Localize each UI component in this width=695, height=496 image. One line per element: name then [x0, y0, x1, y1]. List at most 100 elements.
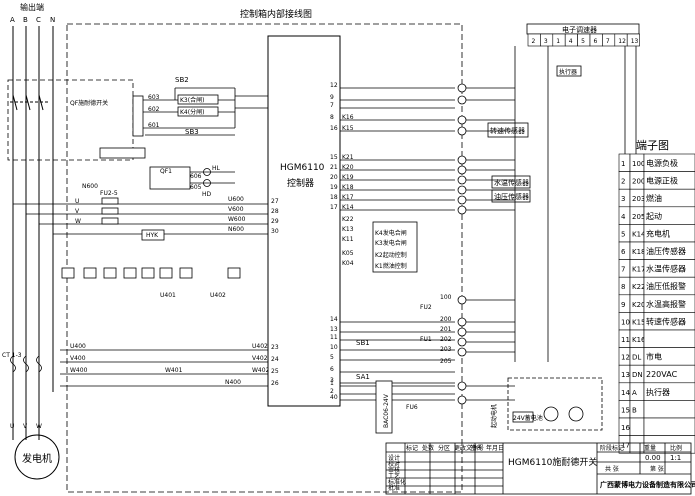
terminal-table-cell: K14 [632, 230, 646, 238]
terminal-diagram-title: 端子图 [636, 139, 669, 152]
relay-pin-label: K22 [342, 216, 354, 223]
governor-terminal: 4 [569, 38, 573, 45]
controller-pin-right: 7 [330, 102, 334, 109]
controller-pin-right: 21 [330, 164, 338, 171]
wire-n600b: N600 [228, 226, 244, 233]
terminal-table-cell: DL [632, 354, 641, 362]
relay-k3-gen: K3发电合闸 [375, 239, 407, 247]
controller-pin-left: 30 [271, 228, 279, 235]
terminal-node [457, 295, 467, 305]
terminal-table-cell: 油压低报警 [646, 281, 686, 291]
terminal-node [457, 347, 467, 357]
controller-pin-left: 28 [271, 208, 279, 215]
fuel-solenoid [568, 406, 584, 422]
governor-wiring [514, 46, 637, 362]
terminal-table-cell: K22 [632, 283, 646, 291]
water-temp-sensor-label: 水温传感器 [494, 178, 529, 187]
wire-n600: N600 [82, 183, 98, 190]
controller-pin-right: 11 [330, 334, 338, 341]
relay-pin-label: K15 [342, 125, 354, 132]
wire-number: 203 [440, 346, 452, 353]
charger [375, 380, 393, 434]
governor-terminal: 12 [618, 38, 626, 45]
terminal-node [457, 126, 467, 136]
controller-pin-right: 6 [330, 366, 334, 373]
wire-number: 200 [440, 316, 452, 323]
sb3-label: SB3 [185, 128, 199, 136]
relay-pin-label: K18 [342, 184, 354, 191]
terminal-table-cell: K17 [632, 266, 646, 274]
phase-busbars [12, 26, 54, 440]
actuator-box [556, 65, 582, 77]
governor-terminal: 13 [631, 38, 639, 45]
wire-v402: V402 [252, 355, 268, 362]
terminal-table-cell: 12 [621, 354, 630, 362]
title-block-header: 标记 [406, 444, 418, 452]
terminal-node [457, 185, 467, 195]
gen-term-w: W [36, 423, 42, 430]
terminal-table-cell: 16 [621, 424, 630, 432]
wire-w400: W400 [70, 367, 88, 374]
actuator-label: 执行器 [559, 68, 577, 76]
terminal-table-cell: 203 [632, 195, 645, 203]
controller-pin-left: 23 [271, 344, 279, 351]
hyk-label: HYK [146, 232, 159, 239]
controller-pin-right: 13 [330, 326, 338, 333]
hd-label: HD [202, 191, 212, 198]
terminal-table-cell: 市电 [646, 352, 662, 362]
terminal-table-cell: 9 [621, 301, 625, 309]
controller-pin-right: 2 [330, 388, 334, 395]
voltage-sense-wires [13, 197, 268, 235]
terminal-table-cell: 17 [621, 442, 630, 450]
terminal-table-cell: 4 [621, 213, 626, 221]
sb2-label: SB2 [175, 76, 189, 84]
wire-number: 201 [440, 326, 452, 333]
fu2-label: FU2 [420, 304, 432, 311]
phase-b: B [23, 16, 28, 24]
controller-pin-right: 8 [330, 114, 334, 121]
relay-k4-gen: K4发电合闸 [375, 229, 407, 237]
fu1-label: FU1 [420, 336, 432, 343]
controller-pin-right: 3 [330, 377, 334, 384]
title-block-role: 设计 [388, 454, 400, 462]
controller-pin-right: 5 [330, 354, 334, 361]
drawing-name: HGM6110施耐德开关 [508, 456, 597, 468]
terminal-table-cell: 电源负极 [646, 158, 678, 168]
terminal-table-cell: DN [632, 371, 643, 379]
governor-terminal: 1 [556, 38, 560, 45]
meter-row [61, 229, 241, 279]
controller-pin-right: 20 [330, 174, 338, 181]
terminal-table-cell: 起动 [646, 211, 662, 221]
output-terminal-label: 输出端 [20, 2, 44, 12]
terminal-node [457, 95, 467, 105]
wire-w600: W600 [228, 216, 246, 223]
qf1-indicator-circuit [149, 166, 235, 190]
battery-label: 24V蓄电池 [513, 414, 543, 422]
terminal-table-cell: 充电机 [646, 228, 670, 238]
terminal-node [457, 115, 467, 125]
wire-602: 602 [148, 106, 160, 113]
title-block-role: 校对 [388, 460, 400, 468]
qf1-label: QF1 [160, 168, 172, 175]
title-block-left: 设计校对审核工艺标准化批准标记处数分区更改文件号签名年月日 [388, 444, 504, 492]
ct-label: CT 1-3 [2, 352, 22, 359]
terminal-node [457, 175, 467, 185]
controller-pin-left: 26 [271, 380, 279, 387]
qf-terminal-block [99, 95, 146, 159]
governor-label: 电子调速器 [562, 25, 597, 34]
weight-value: 0.00 [645, 454, 661, 462]
terminal-node [457, 155, 467, 165]
starter-group [507, 377, 603, 431]
charger-label: BAC06-24V [383, 393, 390, 428]
wire-u600: U600 [228, 196, 244, 203]
wire-v400: V400 [70, 355, 86, 362]
title-block [385, 442, 692, 495]
terminal-table-cell: K18 [632, 248, 646, 256]
terminal-table-cell: 6 [621, 248, 626, 256]
title-block-role: 审核 [388, 466, 400, 474]
controller-pin-right: 16 [330, 125, 338, 132]
wire-n400: N400 [225, 379, 241, 386]
governor-terminal: 2 [532, 38, 536, 45]
relay-pin-label: K16 [342, 114, 354, 121]
